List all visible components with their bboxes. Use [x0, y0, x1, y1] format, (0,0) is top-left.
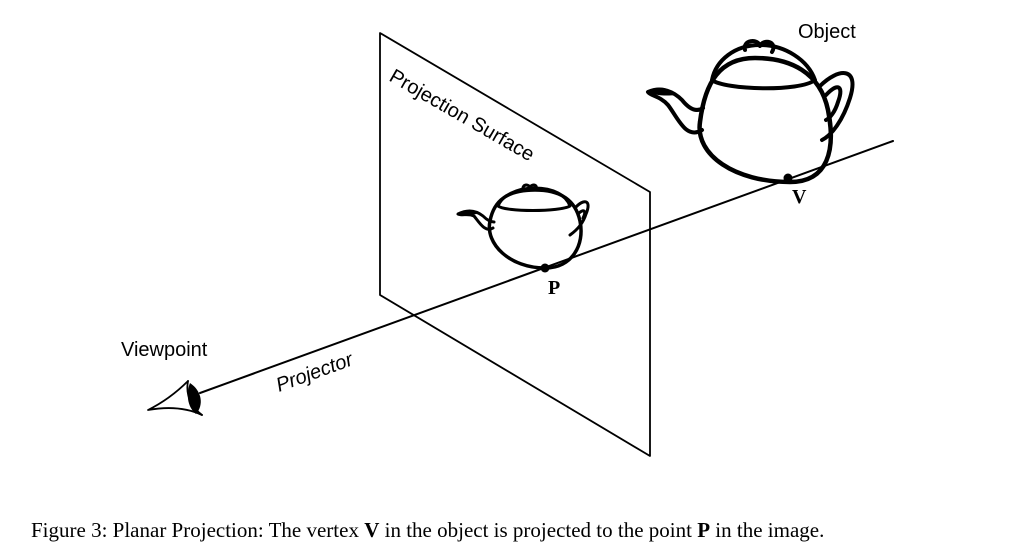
point-p-label: P	[548, 277, 560, 299]
vertex-v-marker	[783, 173, 793, 183]
caption-text-2: in the object is projected to the point	[379, 518, 698, 542]
object-teapot	[646, 39, 855, 185]
figure-caption: Figure 3: Planar Projection: The vertex …	[31, 518, 1031, 543]
viewpoint-label: Viewpoint	[121, 339, 208, 361]
caption-point-p: P	[697, 518, 711, 542]
point-p-marker	[540, 263, 550, 273]
caption-text-3: in the image.	[710, 518, 825, 542]
eye-icon	[147, 380, 203, 416]
caption-vertex-v: V	[364, 518, 380, 542]
vertex-v-label: V	[792, 186, 807, 208]
projected-teapot	[456, 183, 590, 270]
object-label: Object	[798, 21, 856, 43]
projection-surface	[379, 32, 651, 457]
projector-label: Projector	[273, 348, 357, 397]
caption-text-1: Figure 3: Planar Projection: The vertex	[31, 518, 365, 542]
